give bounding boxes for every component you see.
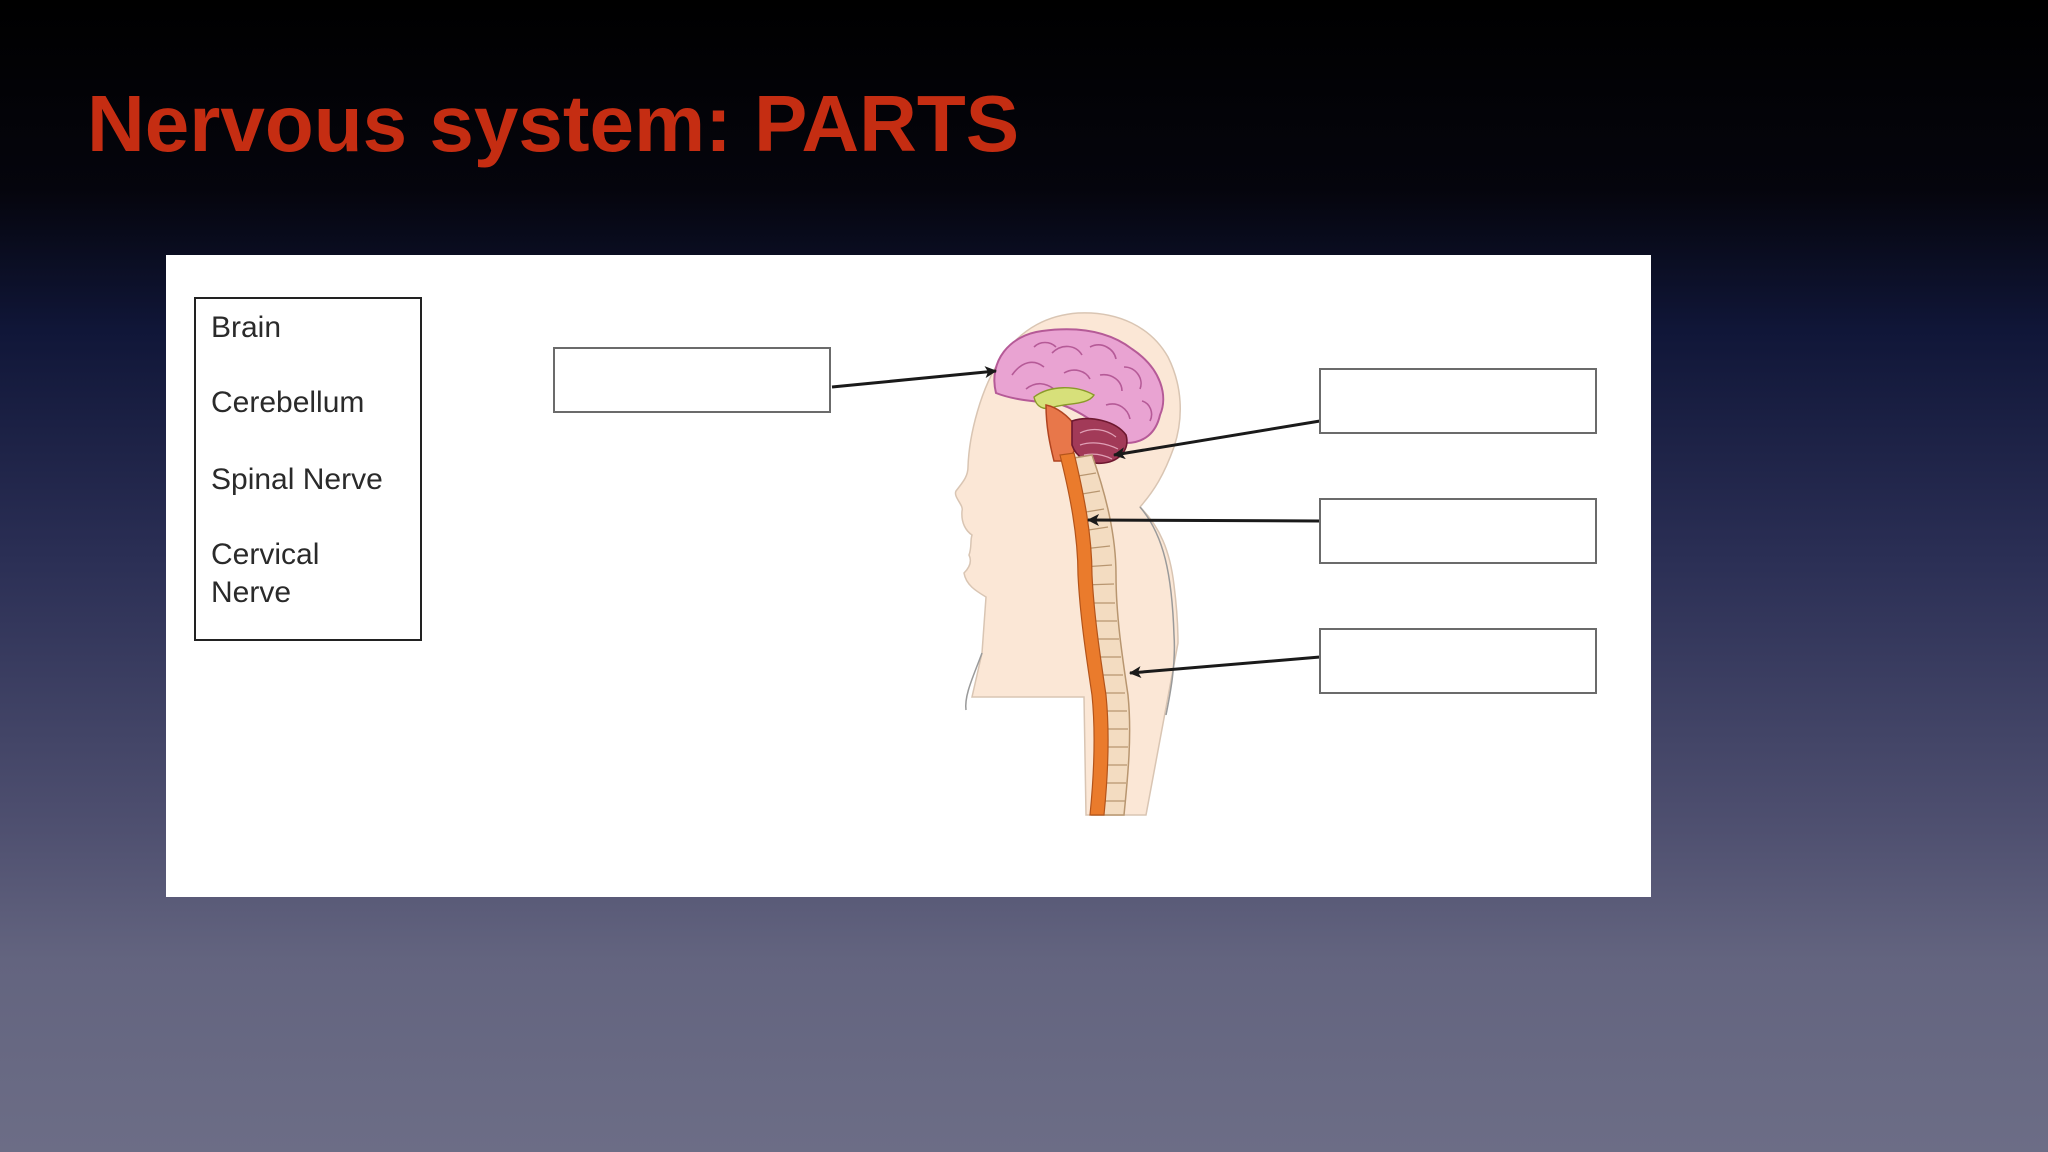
arrow-to-cervical <box>1087 514 1321 527</box>
answer-box-brain[interactable] <box>553 347 831 413</box>
spine <box>1059 452 1131 816</box>
neck-outline <box>965 652 983 711</box>
slide-title: Nervous system: PARTS <box>87 79 1020 168</box>
word-bank-item-cervical-nerve: Cervical Nerve <box>211 538 320 609</box>
answer-box-spinal[interactable] <box>1319 628 1597 694</box>
label-arrows <box>831 366 1321 679</box>
arrow-to-brain <box>831 366 997 389</box>
worksheet-figure: Brain Cerebellum Spinal Nerve Cervical N… <box>166 255 1651 897</box>
brain-folds <box>1011 341 1153 422</box>
back-outline <box>1139 506 1176 716</box>
word-bank-item-brain: Brain <box>211 311 282 344</box>
answer-box-cerebellum[interactable] <box>1319 368 1597 434</box>
answer-box-cervical[interactable] <box>1319 498 1597 564</box>
corpus-callosum <box>1033 387 1095 410</box>
nervous-system-illustration <box>831 312 1321 816</box>
arrow-to-cerebellum <box>1113 419 1321 460</box>
word-bank-item-cerebellum: Cerebellum <box>211 386 365 419</box>
arrow-to-spinal <box>1129 655 1321 679</box>
word-bank: Brain Cerebellum Spinal Nerve Cervical N… <box>194 297 422 641</box>
spinal-cord <box>1059 452 1109 816</box>
word-bank-item-spinal-nerve: Spinal Nerve <box>211 463 383 496</box>
